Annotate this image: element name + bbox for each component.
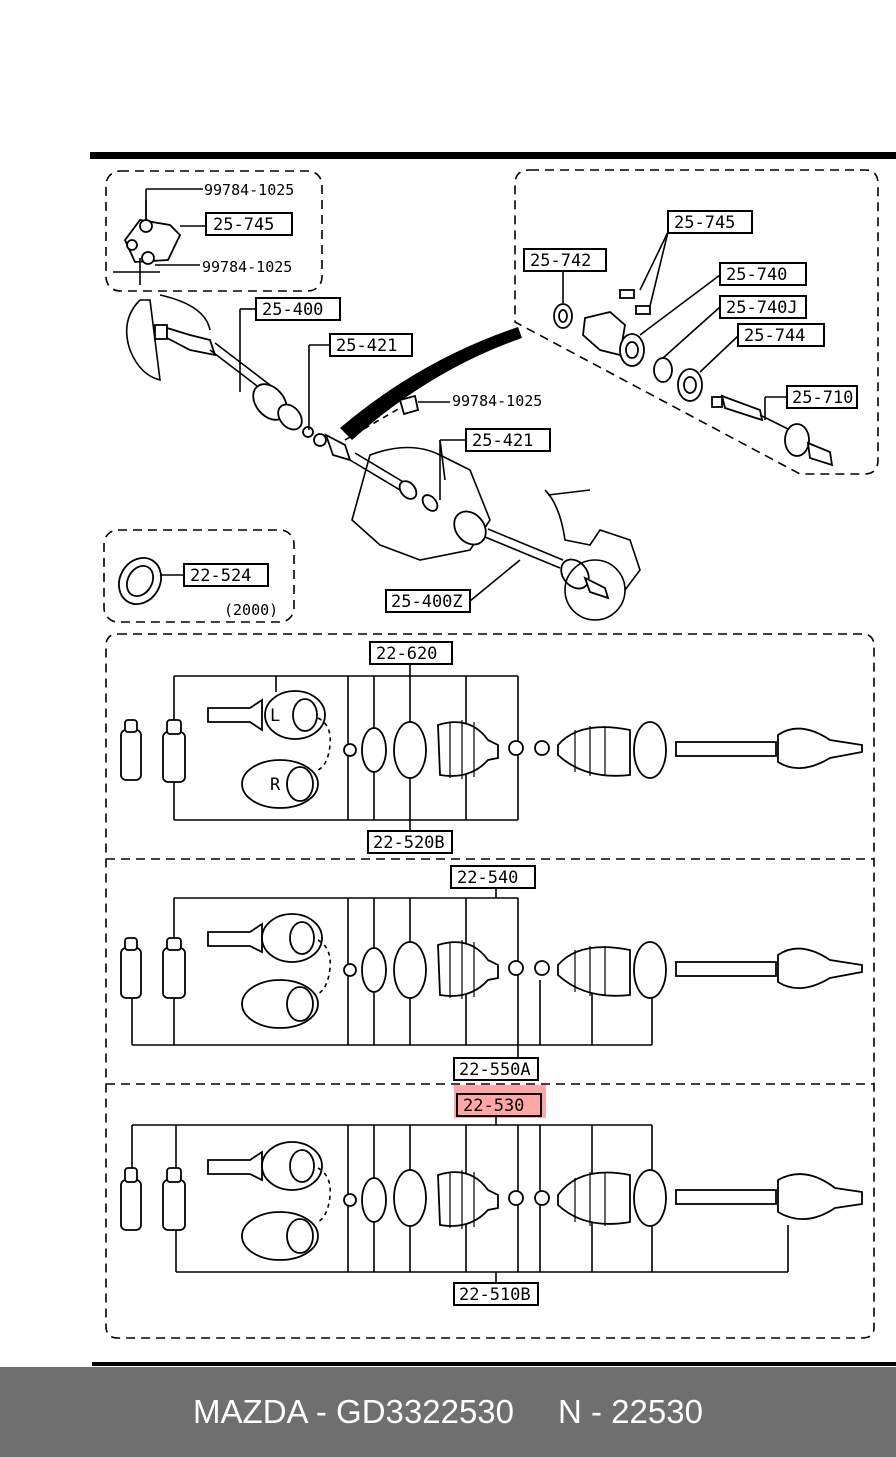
top-rule — [90, 152, 896, 159]
label-bracket-25-745: 25-745 — [213, 215, 274, 235]
label-22-510b: 22-510B — [459, 1285, 531, 1305]
footer-brand-part: MAZDA - GD3322530 — [193, 1393, 515, 1430]
label-25-744: 25-744 — [744, 326, 805, 346]
kits-section-border — [105, 633, 875, 1339]
oil-seal-inset — [103, 529, 295, 623]
label-22-530: 22-530 — [463, 1096, 524, 1116]
highlight-box-22-530 — [454, 1085, 546, 1118]
part-info-footer: MAZDA - GD3322530 N - 22530 — [0, 1367, 896, 1457]
label-25-400: 25-400 — [262, 300, 323, 320]
row1-cv-kit: L R — [120, 665, 863, 830]
label-inset-25-745: 25-745 — [674, 213, 735, 233]
front-drive-shaft-assembly — [125, 294, 641, 621]
label-22-620: 22-620 — [376, 644, 437, 664]
bottom-rule — [92, 1362, 896, 1366]
label-25-740: 25-740 — [726, 265, 787, 285]
label-25-421-lower: 25-421 — [472, 431, 533, 451]
label-seal-note: (2000) — [224, 601, 278, 619]
footer-ref: N - 22530 — [558, 1393, 703, 1430]
label-bracket-bolt-top: 99784-1025 — [204, 181, 294, 199]
label-22-540: 22-540 — [457, 868, 518, 888]
label-22-520b: 22-520B — [373, 833, 445, 853]
label-25-740j: 25-740J — [726, 298, 798, 318]
label-bolt-99784-1025: 99784-1025 — [452, 392, 542, 410]
label-25-710: 25-710 — [792, 388, 853, 408]
label-22-550a: 22-550A — [459, 1060, 531, 1080]
label-25-742: 25-742 — [530, 251, 591, 271]
bracket-inset — [105, 170, 323, 292]
bearing-support-inset — [514, 169, 879, 475]
row2-cv-kit — [120, 888, 863, 1058]
label-25-400z: 25-400Z — [391, 592, 463, 612]
joint-left-mark: L — [270, 706, 280, 726]
label-25-421-upper: 25-421 — [336, 336, 397, 356]
label-bracket-bolt-bottom: 99784-1025 — [202, 258, 292, 276]
label-22-524: 22-524 — [190, 566, 251, 586]
parts-diagram: 99784-1025 25-745 99784-1025 — [90, 152, 896, 1366]
row3-cv-kit — [120, 1117, 863, 1282]
joint-right-mark: R — [270, 775, 281, 795]
